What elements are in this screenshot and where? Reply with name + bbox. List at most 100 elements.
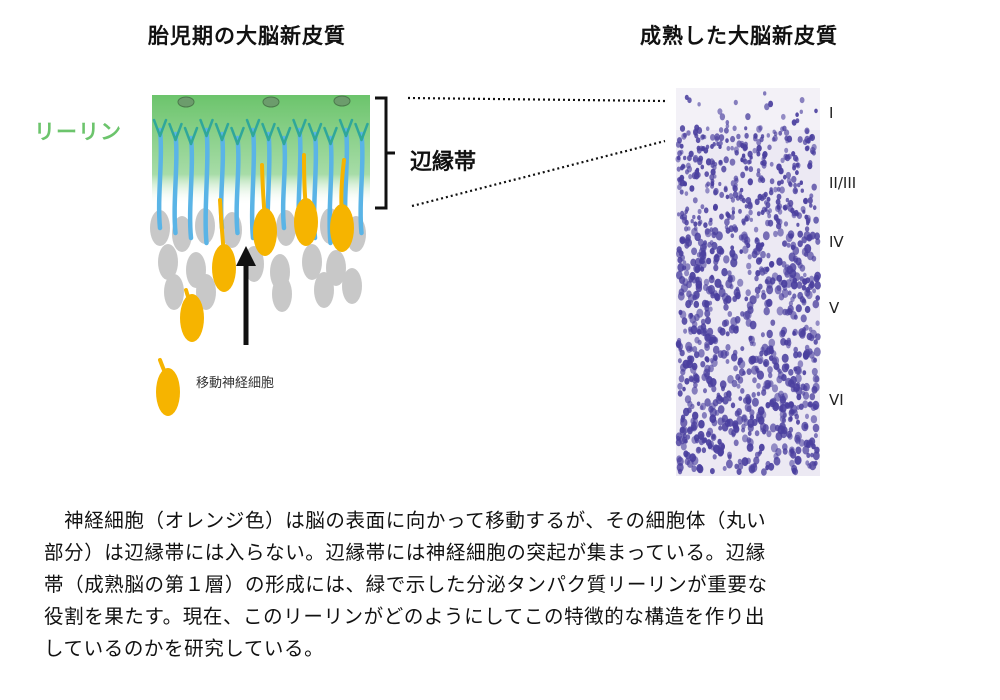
migrating-neurons <box>156 153 354 416</box>
nissl-cell <box>812 400 820 410</box>
nissl-cell <box>802 209 806 214</box>
nissl-cell <box>677 358 682 364</box>
nissl-cell <box>804 226 810 232</box>
nissl-cell <box>746 457 751 464</box>
nissl-cell <box>801 298 807 304</box>
nissl-cell <box>688 355 695 363</box>
nissl-cell <box>786 242 791 248</box>
nissl-cell <box>799 180 803 185</box>
nissl-cell <box>699 433 704 440</box>
nissl-cell <box>697 328 702 335</box>
nissl-cell <box>679 189 684 195</box>
nissl-cell <box>678 309 683 315</box>
nissl-cell <box>719 191 725 198</box>
nissl-cell <box>811 367 818 376</box>
nissl-cell <box>677 263 685 272</box>
nissl-cell <box>688 312 693 320</box>
nissl-cell <box>680 417 685 423</box>
nissl-cell <box>748 335 753 341</box>
nissl-cell <box>692 197 698 204</box>
nissl-cell <box>768 338 776 348</box>
nissl-cell <box>787 230 795 239</box>
nissl-cell <box>741 197 746 204</box>
nissl-cell <box>737 458 743 465</box>
nissl-cell <box>797 230 803 238</box>
nissl-cell <box>746 159 751 165</box>
nissl-cell <box>747 254 752 260</box>
nissl-cell <box>754 275 759 282</box>
nissl-cell <box>726 146 731 151</box>
nissl-cell <box>794 209 799 216</box>
nissl-cell <box>739 140 745 147</box>
nissl-cell <box>724 350 730 357</box>
nissl-cell <box>749 409 755 416</box>
nissl-cell <box>755 293 760 299</box>
nissl-cell <box>680 442 687 451</box>
nissl-cell <box>790 404 798 414</box>
nissl-cell <box>758 257 763 263</box>
radial-process <box>187 135 195 241</box>
nissl-cell <box>737 278 744 287</box>
nissl-cell <box>717 108 723 115</box>
migrating-neurons-label: 移動神経細胞 <box>196 376 275 391</box>
nissl-cell <box>693 300 700 308</box>
nissl-cell <box>713 205 718 212</box>
nissl-cell <box>749 341 754 347</box>
nissl-cell <box>679 214 684 220</box>
nissl-cell <box>711 418 718 427</box>
nissl-cell <box>812 205 817 211</box>
nissl-cell <box>706 181 711 187</box>
nissl-cell <box>801 236 807 244</box>
nissl-cell <box>778 405 784 412</box>
marginal-zone-label: 辺縁帯 <box>410 150 477 175</box>
nissl-cell <box>756 168 761 173</box>
nissl-cell <box>809 393 816 401</box>
nissl-cell <box>711 241 718 250</box>
nissl-cell <box>689 185 695 192</box>
nissl-cell <box>700 266 705 272</box>
nissl-cell <box>740 155 746 163</box>
nissl-cell <box>712 454 717 460</box>
nissl-cell <box>785 197 790 203</box>
nissl-cell <box>718 144 722 149</box>
nissl-cell <box>700 361 706 368</box>
nissl-cell <box>784 129 790 136</box>
nissl-cell <box>771 384 779 393</box>
nissl-cell <box>717 438 722 445</box>
nissl-cell <box>734 463 739 470</box>
nissl-cell <box>805 145 810 151</box>
nissl-cell <box>718 181 722 187</box>
nissl-cell <box>766 210 770 215</box>
nissl-cell <box>787 204 793 212</box>
nissl-cell <box>810 415 818 424</box>
neuron-soma <box>180 294 204 342</box>
radial-process <box>172 131 179 236</box>
nissl-cell <box>812 300 820 309</box>
nissl-cell <box>806 218 811 225</box>
nissl-cell <box>802 445 810 455</box>
nissl-cell <box>766 329 773 339</box>
nissl-cell <box>704 228 712 238</box>
nissl-stained-cells <box>675 91 821 476</box>
radial-process <box>203 127 210 246</box>
nissl-cell <box>683 155 687 161</box>
layer-label-1: I <box>829 104 834 122</box>
nissl-cell <box>758 443 765 452</box>
nissl-cell <box>747 423 754 432</box>
nissl-cell <box>784 363 790 371</box>
process-branch <box>152 118 168 138</box>
nissl-cell <box>805 413 809 419</box>
nissl-cell <box>760 177 766 184</box>
nissl-cell <box>768 189 774 196</box>
nissl-cell <box>736 383 741 389</box>
nissl-cell <box>718 127 724 133</box>
nissl-cell <box>795 162 801 169</box>
nissl-cell <box>756 139 762 146</box>
nissl-cell <box>727 270 732 277</box>
nissl-cell <box>762 385 767 392</box>
nissl-cell <box>730 245 735 251</box>
nissl-cell <box>738 190 743 196</box>
nissl-cell <box>745 318 752 327</box>
nissl-cell <box>684 191 689 197</box>
nissl-cell <box>791 151 796 157</box>
